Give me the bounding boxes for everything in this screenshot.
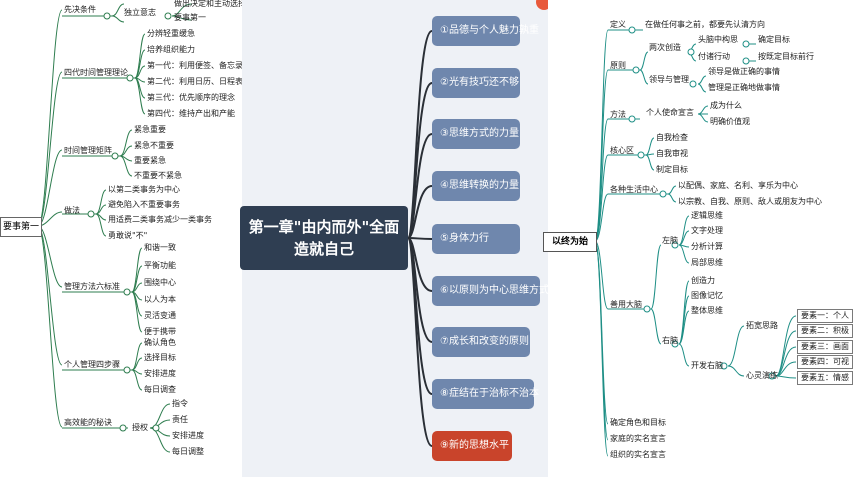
node-local-thinking[interactable]: 局部思维 [691,258,723,267]
node-method[interactable]: 方法 [610,110,626,119]
node-matrix-4[interactable]: 不重要不紧急 [134,171,182,180]
node-text[interactable]: 文字处理 [691,226,723,235]
node-practice-4[interactable]: 勇敢说"不" [108,231,148,240]
right-mindmap-panel: 定义 在做任何事之前，都要先认清方向 原则 两次创造 头脑中构思 确定目标 付诸… [548,0,853,477]
topic-8[interactable]: ⑧症结在于治标不治本 [432,379,539,409]
topic-2[interactable]: ②光有技巧还不够 [432,68,520,98]
topic-7[interactable]: ⑦成长和改变的原则 [432,327,530,357]
branch-four-generations[interactable]: 四代时间管理理论 [64,68,128,77]
node-life-center-1[interactable]: 以配偶、家庭、名利、享乐为中心 [678,181,798,190]
node-management[interactable]: 管理是正确地做事情 [708,83,780,92]
node-left-brain[interactable]: 左脑 [662,236,678,245]
node-step-2[interactable]: 选择目标 [144,353,176,362]
node-gen-item-4[interactable]: 第二代：利用日历、日程表 [147,77,242,86]
node-delegate-1[interactable]: 指令 [172,399,188,408]
right-connectors [594,26,797,457]
node-make-decision[interactable]: 做出决定和主动选择 [174,0,242,8]
node-set-targets[interactable]: 制定目标 [656,165,688,174]
node-family-statement[interactable]: 家庭的实名宣言 [610,434,666,443]
node-standard-2[interactable]: 平衡功能 [144,261,176,270]
node-mission-statement[interactable]: 个人使命宣言 [646,108,694,117]
node-gen-item-3[interactable]: 第一代：利用便签、备忘录 [147,61,242,70]
node-use-brain[interactable]: 善用大脑 [610,300,642,309]
branch-six-standards[interactable]: 管理方法六标准 [64,282,120,291]
node-self-review[interactable]: 自我审视 [656,149,688,158]
node-step-1[interactable]: 确认角色 [144,338,176,347]
node-take-action[interactable]: 付诸行动 [698,52,730,61]
node-delegate-4[interactable]: 每日调整 [172,447,204,456]
branch-secret[interactable]: 高效能的秘诀 [64,418,112,427]
node-standard-4[interactable]: 以人为本 [144,295,176,304]
node-matrix-2[interactable]: 紧急不重要 [134,141,174,150]
node-principle[interactable]: 原则 [610,61,626,70]
node-image-memory[interactable]: 图像记忆 [691,291,723,300]
node-leadership[interactable]: 领导是做正确的事情 [708,67,780,76]
node-creativity[interactable]: 创造力 [691,276,715,285]
node-values[interactable]: 明确价值观 [710,117,750,126]
node-follow-goal[interactable]: 按既定目标前行 [758,52,814,61]
node-independent-will[interactable]: 独立意志 [124,8,156,17]
topic-6[interactable]: ⑥以原则为中心思维方式 [432,276,549,306]
node-delegate-3[interactable]: 安排进度 [172,431,204,440]
node-mental-rehearsal[interactable]: 心灵演练 [746,371,778,380]
topic-3[interactable]: ③思维方式的力量 [432,119,520,149]
node-standard-1[interactable]: 和谐一致 [144,243,176,252]
node-matrix-3[interactable]: 重要紧急 [134,156,166,165]
topic-1[interactable]: ①品德与个人魅力孰重 [432,16,539,46]
node-logic[interactable]: 逻辑思维 [691,211,723,220]
node-two-creations[interactable]: 两次创造 [649,43,681,52]
node-matrix-1[interactable]: 紧急重要 [134,125,166,134]
node-gen-item-2[interactable]: 培养组织能力 [147,45,195,54]
node-leadership-management[interactable]: 领导与管理 [649,75,689,84]
branch-four-steps[interactable]: 个人管理四步骤 [64,360,120,369]
node-self-check[interactable]: 自我检查 [656,133,688,142]
node-life-center-2[interactable]: 以宗教、自我、原则、敌人或朋友为中心 [678,197,822,206]
node-element-4[interactable]: 要素四：可视 [797,355,853,369]
central-topic[interactable]: 第一章"由内而外"全面造就自己 [240,206,408,270]
node-gen-item-5[interactable]: 第三代：优先顺序的理念 [147,93,235,102]
node-roles-goals[interactable]: 确定角色和目标 [610,418,666,427]
node-life-centers[interactable]: 各种生活中心 [610,185,658,194]
node-core-zone[interactable]: 核心区 [610,146,634,155]
node-step-3[interactable]: 安排进度 [144,369,176,378]
node-develop-right-brain[interactable]: 开发右脑 [691,361,723,370]
node-practice-2[interactable]: 避免陷入不重要事务 [108,200,180,209]
node-step-4[interactable]: 每日调查 [144,385,176,394]
branch-prerequisite[interactable]: 先决条件 [64,5,96,14]
topic-9-highlight[interactable]: ⑨新的思想水平 [432,431,512,461]
right-root-node[interactable]: 以终为始 [543,232,597,252]
node-holistic[interactable]: 整体思维 [691,306,723,315]
node-element-1[interactable]: 要素一：个人 [797,309,853,323]
node-definition-text[interactable]: 在做任何事之前，都要先认清方向 [645,20,765,29]
node-analysis[interactable]: 分析计算 [691,242,723,251]
node-element-5[interactable]: 要素五：情感 [797,371,853,385]
node-standard-6[interactable]: 便于携带 [144,327,176,336]
node-gen-item-1[interactable]: 分辨轻重缓急 [147,29,195,38]
node-org-statement[interactable]: 组织的实名宣言 [610,450,666,459]
node-practice-3[interactable]: 用适费二类事务减少一类事务 [108,215,212,224]
branch-time-matrix[interactable]: 时间管理矩阵 [64,146,112,155]
left-root-node[interactable]: 要事第一 [0,217,42,237]
node-gen-item-6[interactable]: 第四代：维持产出和产能 [147,109,235,118]
notification-dot [536,0,552,10]
node-right-brain[interactable]: 右脑 [662,336,678,345]
node-first-things[interactable]: 要事第一 [174,13,206,22]
node-standard-3[interactable]: 围绕中心 [144,278,176,287]
node-become-what[interactable]: 成为什么 [710,101,742,110]
topic-5[interactable]: ⑤身体力行 [432,224,520,254]
node-delegate-2[interactable]: 责任 [172,415,188,424]
node-definition[interactable]: 定义 [610,20,626,29]
node-element-3[interactable]: 要素三：画面 [797,340,853,354]
node-practice-1[interactable]: 以第二类事务为中心 [108,185,180,194]
node-broaden[interactable]: 拓宽思路 [746,321,778,330]
branch-practice[interactable]: 做法 [64,206,80,215]
node-delegate[interactable]: 授权 [132,423,148,432]
node-standard-5[interactable]: 灵活变通 [144,311,176,320]
topic-4[interactable]: ④思维转换的力量 [432,171,520,201]
node-set-goal[interactable]: 确定目标 [758,35,790,44]
node-mental-creation[interactable]: 头脑中构思 [698,35,738,44]
node-element-2[interactable]: 要素二：积极 [797,324,853,338]
left-mindmap-panel: 要事第一 先决条件 独立意志 做出决定和主动选择 要事第一 四代时间管理理论 分… [0,0,242,477]
